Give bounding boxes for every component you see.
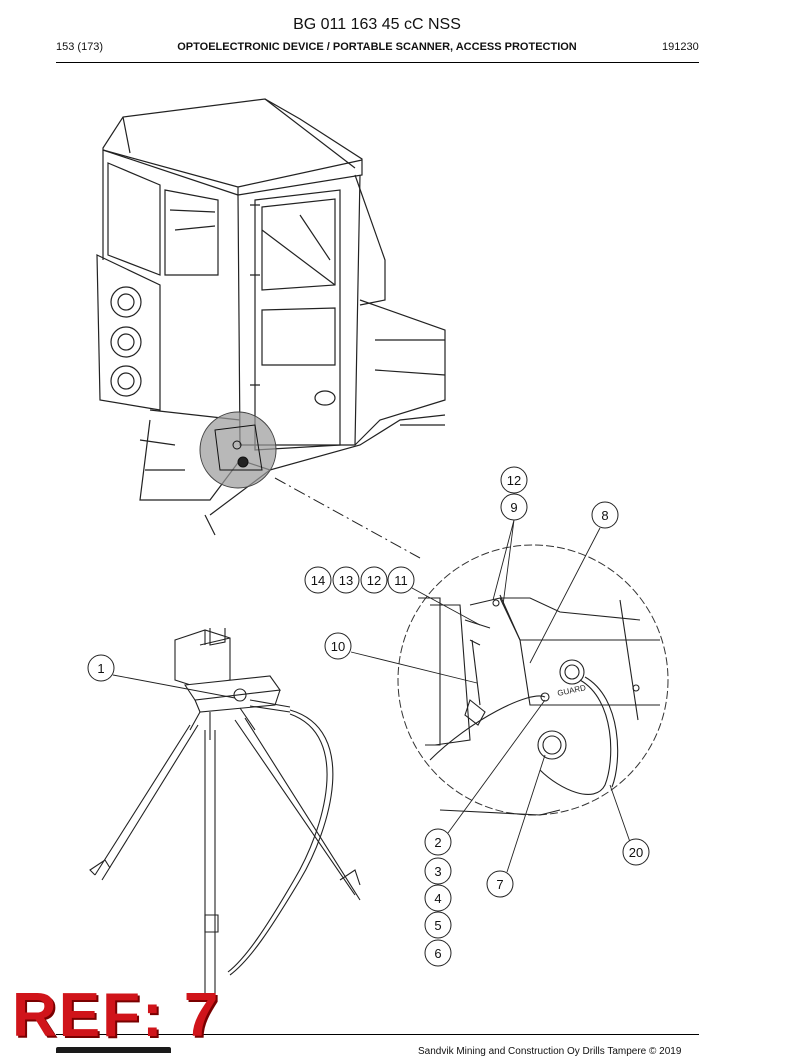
- section-title: OPTOELECTRONIC DEVICE / PORTABLE SCANNER…: [177, 41, 577, 53]
- callout-4: 4: [434, 891, 441, 906]
- callout-9: 9: [510, 500, 517, 515]
- callout-12b: 12: [367, 573, 381, 588]
- callout-20: 20: [629, 845, 643, 860]
- leader-lines: [112, 519, 631, 873]
- document-title: BG 011 163 45 cC NSS: [293, 16, 461, 33]
- ref-stamp: REF: 7: [12, 981, 221, 1050]
- callout-14: 14: [311, 573, 325, 588]
- date-code: 191230: [662, 41, 699, 53]
- callout-10: 10: [331, 639, 345, 654]
- highlight-detail: [214, 424, 263, 471]
- callout-2: 2: [434, 835, 441, 850]
- callout-1: 1: [97, 661, 104, 676]
- header-rule: [56, 62, 699, 63]
- callout-11: 11: [394, 573, 408, 588]
- callout-6: 6: [434, 946, 441, 961]
- detail-leader: [274, 477, 421, 559]
- callout-balloons: [87, 466, 650, 967]
- callout-13: 13: [339, 573, 353, 588]
- footer-rule: [56, 1034, 699, 1035]
- page-number: 153 (173): [56, 41, 104, 53]
- callout-numbers: 1 10 14 13 12 11 12 9 8 2 3 4 5 6 7 20: [97, 473, 643, 961]
- brand-logo: [56, 1047, 171, 1053]
- scanner-drawing: [89, 628, 361, 1000]
- callout-5: 5: [434, 918, 441, 933]
- detail-view: GUARD: [397, 544, 669, 816]
- callout-3: 3: [434, 864, 441, 879]
- callout-7: 7: [496, 877, 503, 892]
- footer-copyright: Sandvik Mining and Construction Oy Drill…: [418, 1046, 682, 1057]
- callout-12a: 12: [507, 473, 521, 488]
- cabin-drawing: [96, 98, 446, 536]
- callout-8: 8: [601, 508, 608, 523]
- highlight-zone: [199, 411, 277, 489]
